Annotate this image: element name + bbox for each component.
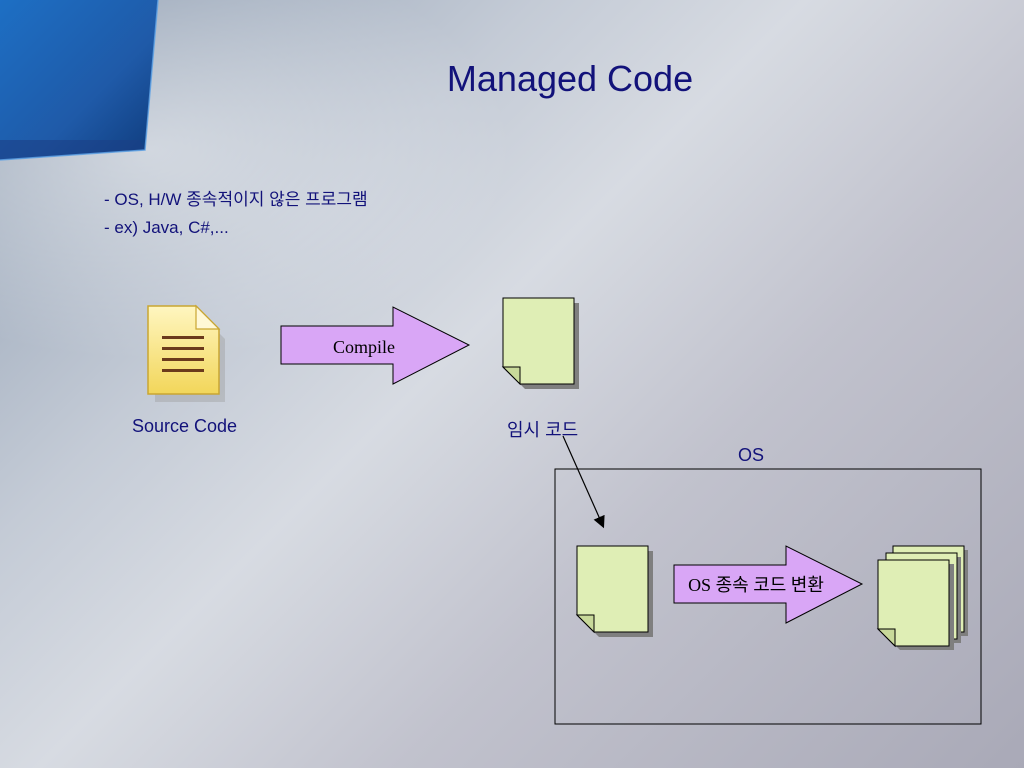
temp-code-document-icon bbox=[501, 297, 579, 389]
slide-title: Managed Code bbox=[446, 58, 694, 99]
source-code-file-icon bbox=[147, 304, 225, 402]
convert-arrow: OS 종속 코드 변환 bbox=[673, 545, 864, 624]
temp-code-label: 임시 코드 bbox=[507, 420, 579, 440]
compile-label: Compile bbox=[333, 337, 395, 357]
intermediate-document-icon bbox=[575, 545, 653, 637]
flow-arrow bbox=[562, 435, 605, 529]
os-label: OS bbox=[738, 445, 765, 465]
os-code-stack-icon bbox=[876, 545, 968, 650]
bullet-item: - OS, H/W 종속적이지 않은 프로그램 bbox=[104, 190, 368, 209]
bullet-item: - ex) Java, C#,... bbox=[104, 218, 229, 237]
compile-arrow: Compile bbox=[280, 306, 471, 385]
bullet-list: - OS, H/W 종속적이지 않은 프로그램 - ex) Java, C#,.… bbox=[104, 186, 368, 242]
source-code-label: Source Code bbox=[132, 416, 238, 436]
os-boundary-box bbox=[554, 468, 982, 725]
convert-label: OS 종속 코드 변환 bbox=[688, 575, 824, 595]
corner-decoration bbox=[0, 0, 159, 161]
